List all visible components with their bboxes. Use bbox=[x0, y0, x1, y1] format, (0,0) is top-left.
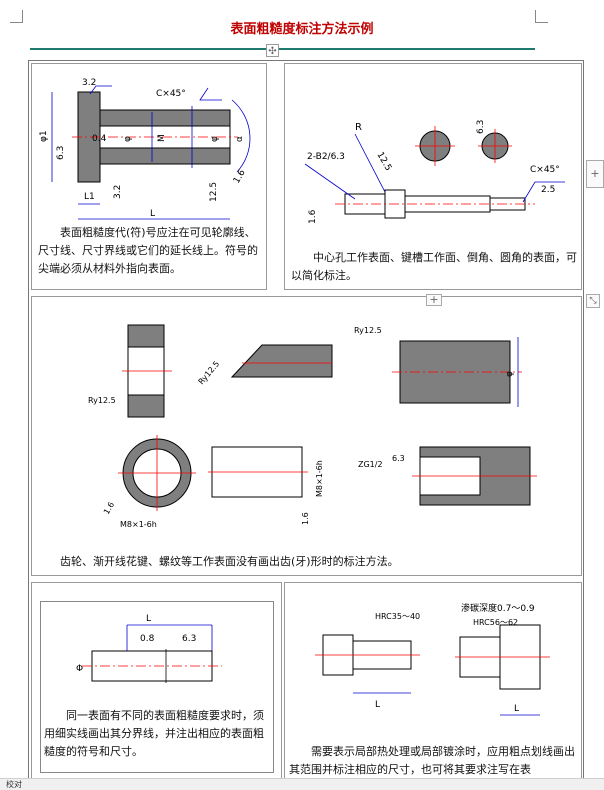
cell-simplified-marking: R 2-B2/6.3 12.5 6.3 C×45° 2.5 1.6 中心孔工作表… bbox=[284, 63, 582, 290]
caption-contour-marking: 表面粗糙度代(符)号应注在可见轮廓线、尺寸线、尺寸界线或它们的延长线上。符号的尖… bbox=[38, 226, 258, 275]
cell-heat-treatment-marking: HRC35～40 L 渗碳深度0.7～0.9 HRC56～62 L 需要表示局部… bbox=[284, 582, 582, 782]
label-hrc56: HRC56～62 bbox=[473, 618, 518, 627]
label-chamfer: C×45° bbox=[530, 165, 560, 175]
label-ra-1-6-b: 1.6 bbox=[301, 512, 310, 525]
label-l: L bbox=[150, 209, 155, 219]
label-l: L bbox=[146, 614, 151, 624]
resize-handle[interactable]: ⤡ bbox=[586, 294, 600, 308]
label-ra-0-4: 0.4 bbox=[92, 134, 107, 144]
label-l1: L1 bbox=[84, 192, 95, 202]
label-ra-12-5: 12.5 bbox=[209, 182, 219, 202]
label-ry-12-5-b: Ry12.5 bbox=[197, 359, 222, 386]
page-corner-mark bbox=[10, 10, 23, 23]
label-phi-outer: φ bbox=[210, 136, 220, 142]
label-m: M bbox=[157, 134, 167, 142]
cell-contour-marking: 3.2 C×45° φ1 6.3 0.4 φ M φ α 12.5 1.6 L1… bbox=[31, 63, 267, 290]
caption-simplified-marking: 中心孔工作表面、键槽工作面、倒角、圆角的表面，可以简化标注。 bbox=[291, 251, 577, 282]
label-phi1: φ1 bbox=[39, 130, 49, 142]
drawing-bolt-section: 3.2 C×45° φ1 6.3 0.4 φ M φ α 12.5 1.6 L1… bbox=[39, 78, 251, 220]
label-l2: L bbox=[514, 704, 519, 714]
label-ra-3-2-b: 3.2 bbox=[113, 185, 123, 199]
label-hrc35: HRC35～40 bbox=[375, 612, 420, 621]
label-ra-1-6-a: 1.6 bbox=[102, 500, 116, 516]
status-bar: 校对 bbox=[0, 778, 604, 790]
label-carburize-depth: 渗碳深度0.7～0.9 bbox=[461, 602, 535, 614]
label-ra-6-3: 6.3 bbox=[56, 146, 66, 160]
label-ra-3-2: 3.2 bbox=[82, 78, 96, 88]
caption-boundary-marking: 同一表面有不同的表面粗糙度要求时，须用细实线画出其分界线，并注出相应的表面粗糙度… bbox=[44, 709, 264, 758]
label-phi: Φ bbox=[76, 664, 83, 674]
title-divider bbox=[30, 48, 535, 50]
drawing-shaft: R 2-B2/6.3 12.5 6.3 C×45° 2.5 1.6 bbox=[304, 120, 565, 224]
label-l: L bbox=[375, 700, 380, 710]
cell-gear-thread-marking: Ry12.5 Ry12.5 Ry12.5 φ M8×1-6h M8×1-6h 1… bbox=[31, 296, 582, 576]
page-title: 表面粗糙度标注方法示例 bbox=[230, 22, 374, 37]
label-zg: ZG1/2 bbox=[358, 460, 383, 469]
label-ra-6-3: 6.3 bbox=[182, 634, 196, 644]
label-phi-inner: φ bbox=[123, 136, 133, 142]
caption-heat-treatment-marking: 需要表示局部热处理或局部镀涂时，应用粗点划线画出其范围并标注相应的尺寸，也可将其… bbox=[289, 745, 575, 776]
table-move-handle[interactable]: ✣ bbox=[266, 44, 279, 57]
add-row-button[interactable]: + bbox=[426, 294, 442, 306]
add-column-button[interactable]: + bbox=[586, 160, 604, 188]
drawing-heat-treatment: HRC35～40 L 渗碳深度0.7～0.9 HRC56～62 L bbox=[315, 602, 550, 716]
label-alpha: α bbox=[235, 136, 245, 142]
label-b2: 2-B2/6.3 bbox=[307, 152, 345, 162]
label-r: R bbox=[355, 122, 362, 133]
drawing-stepped-shaft: L 0.8 6.3 Φ bbox=[76, 614, 222, 683]
label-chamfer: C×45° bbox=[156, 89, 186, 99]
label-ra-12-5: 12.5 bbox=[374, 151, 393, 173]
label-m8-a: M8×1-6h bbox=[120, 520, 157, 529]
label-ry-12-5-a: Ry12.5 bbox=[88, 396, 116, 405]
label-phi: φ bbox=[505, 371, 515, 377]
inner-frame bbox=[40, 601, 274, 773]
label-ra-6-3: 6.3 bbox=[476, 120, 486, 134]
label-ra-0-8: 0.8 bbox=[140, 634, 155, 644]
label-ra-2-5: 2.5 bbox=[541, 185, 555, 195]
label-m8-b: M8×1-6h bbox=[315, 460, 324, 497]
label-ry-12-5-c: Ry12.5 bbox=[354, 326, 382, 335]
label-ra-6-3: 6.3 bbox=[392, 454, 405, 463]
cell-boundary-marking: L 0.8 6.3 Φ 同一表面有不同的表面粗糙度要求时，须用细实线画出其分界线… bbox=[31, 582, 282, 782]
caption-gear-thread-marking: 齿轮、渐开线花键、螺纹等工作表面没有画出齿(牙)形时的标注方法。 bbox=[60, 555, 399, 568]
drawing-gear-thread: Ry12.5 Ry12.5 Ry12.5 φ M8×1-6h M8×1-6h 1… bbox=[88, 324, 537, 529]
label-ra-1-6: 1.6 bbox=[232, 168, 248, 186]
status-text: 校对 bbox=[6, 780, 22, 789]
page-corner-mark bbox=[535, 10, 548, 23]
label-ra-1-6: 1.6 bbox=[308, 209, 318, 224]
